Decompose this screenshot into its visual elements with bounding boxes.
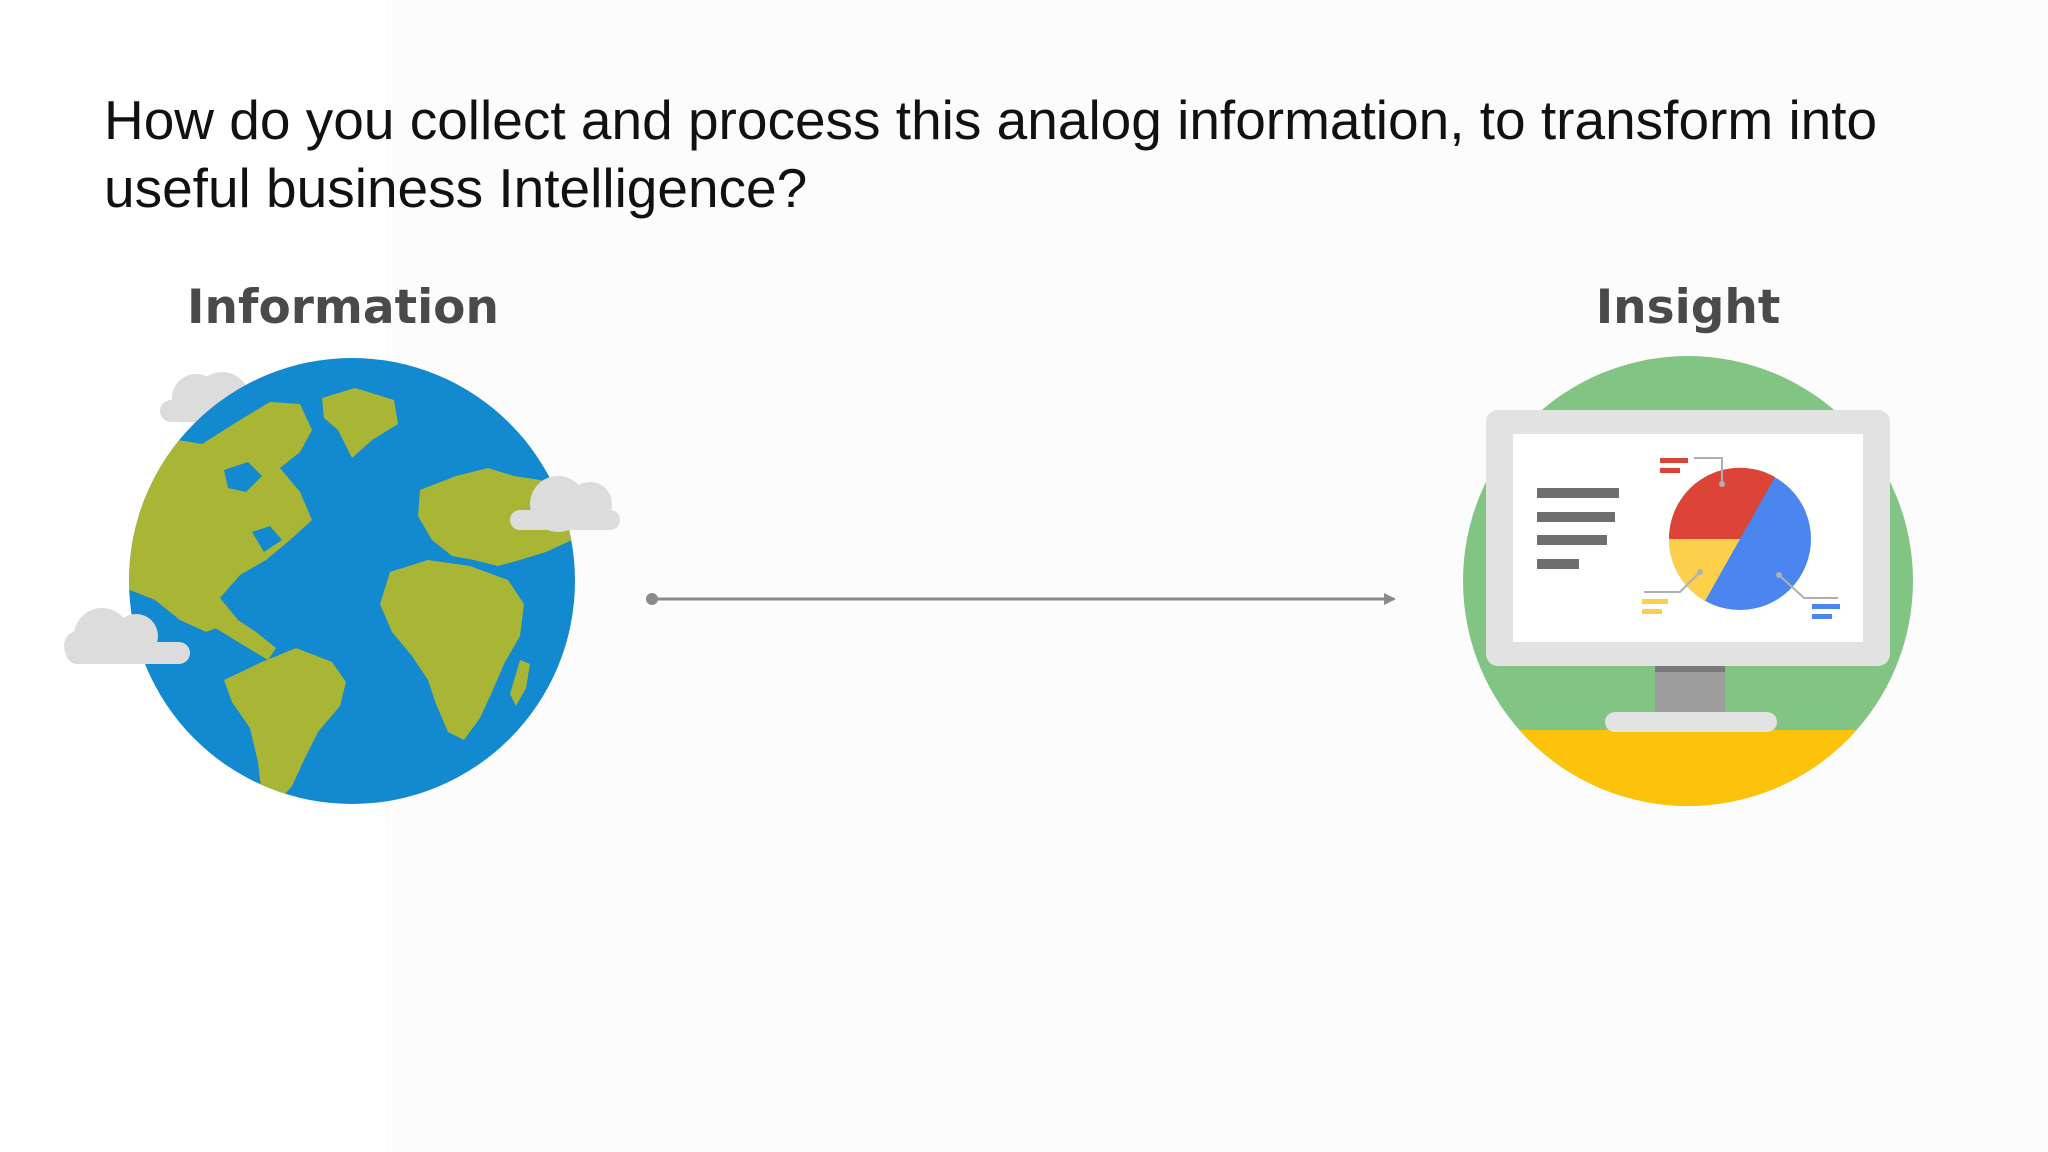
information-label: Information bbox=[187, 280, 499, 335]
globe-icon bbox=[64, 358, 620, 804]
text-lines bbox=[1537, 488, 1619, 569]
pie-slice-red bbox=[1668, 467, 1775, 539]
insight-label: Insight bbox=[1595, 280, 1781, 335]
flow-arrow bbox=[646, 593, 1396, 605]
pie-chart bbox=[1668, 467, 1811, 610]
cloud-icon bbox=[64, 608, 190, 664]
cloud-icon bbox=[510, 476, 620, 532]
monitor-pie-chart-icon bbox=[1463, 356, 1913, 806]
desk-surface bbox=[1463, 730, 1913, 806]
pie-callouts bbox=[1642, 457, 1840, 619]
slide-question: How do you collect and process this anal… bbox=[104, 89, 1878, 219]
